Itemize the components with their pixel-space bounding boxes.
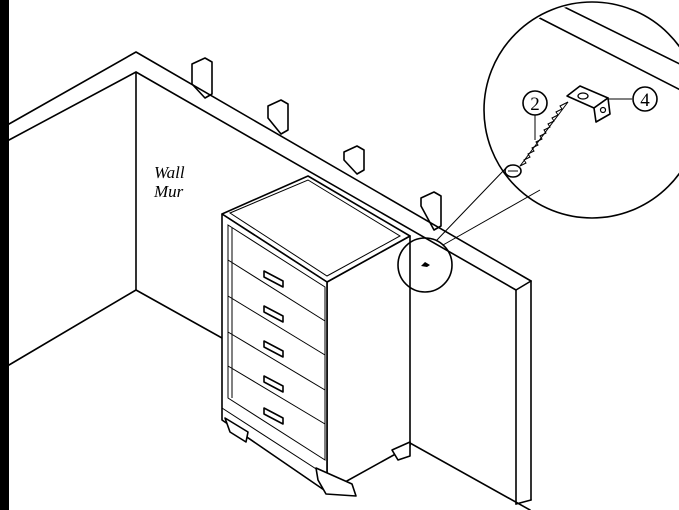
page-border [0,0,9,510]
screw [504,101,569,178]
callout-number: 2 [530,94,540,115]
wall [8,51,532,510]
detail-magnified-circle [483,1,679,219]
drawer-handle [263,407,284,425]
callout-bracket: 4 [609,86,658,112]
l-bracket [566,85,611,123]
leader-line [435,167,507,242]
detail-source-circle [397,237,453,293]
leader-line [442,189,541,246]
drawer-handle [263,375,284,393]
drawer-handle [263,340,284,358]
chest-of-drawers [221,175,411,497]
wall-label-en: Wall [154,163,185,182]
wall-label-fr: Mur [153,182,184,201]
drawer-handle [263,305,284,323]
callout-screw: 2 [522,90,548,140]
callout-number: 4 [640,90,650,111]
drawer-handle [263,270,284,288]
